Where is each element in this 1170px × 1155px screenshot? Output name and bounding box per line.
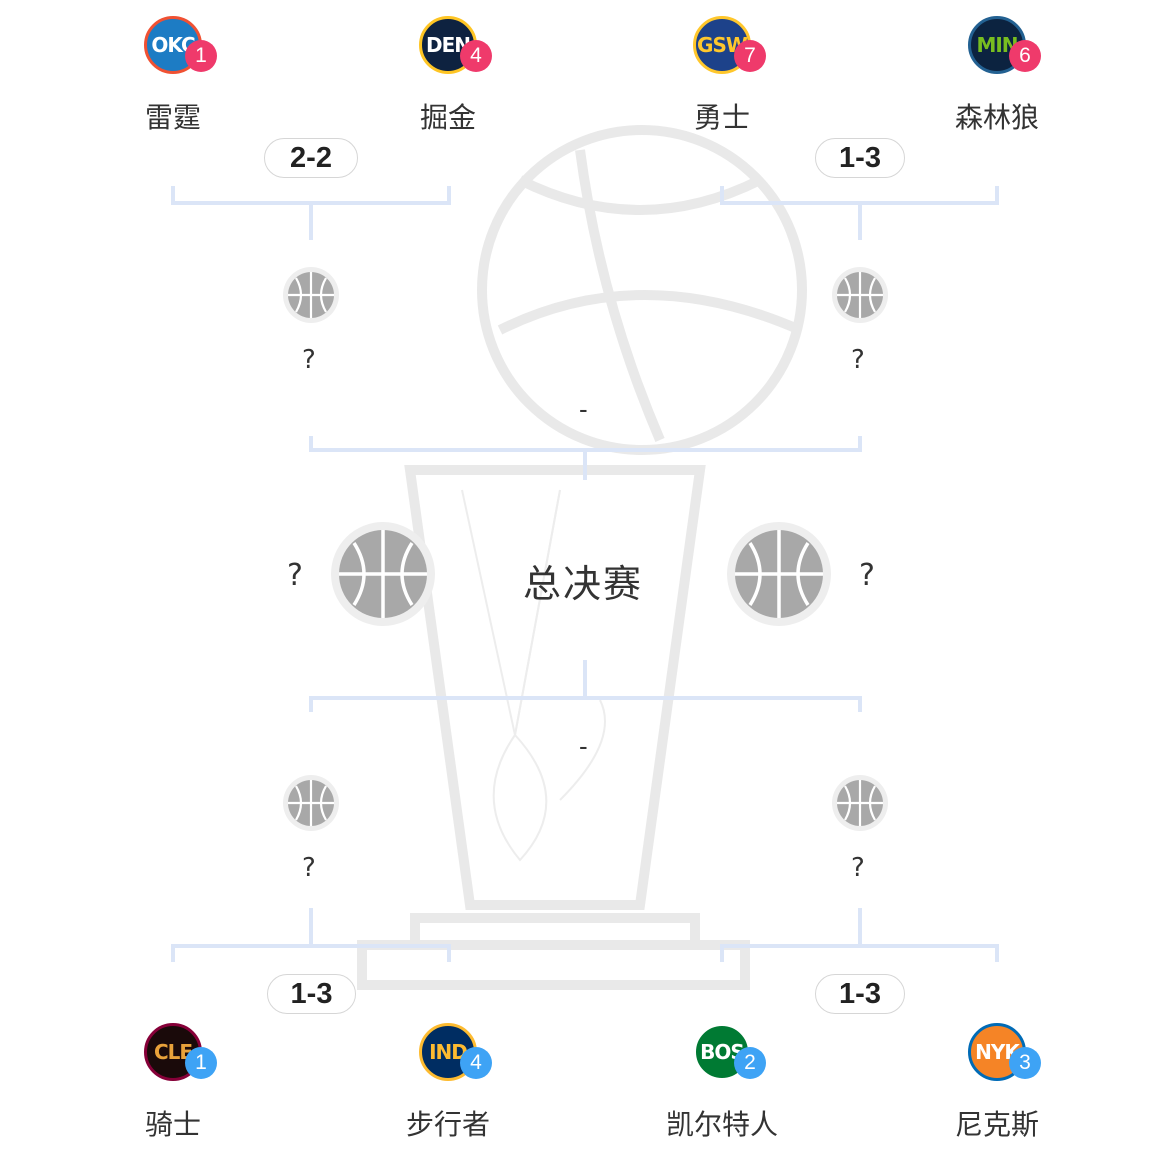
semis-team-placeholder: ? <box>302 345 316 375</box>
east-team-ind[interactable]: IND 4 步行者 <box>368 1023 528 1143</box>
east-team-cle[interactable]: CLE 1 骑士 <box>93 1023 253 1143</box>
team-name: 掘金 <box>419 101 476 134</box>
seed-badge: 4 <box>460 1047 492 1079</box>
series-score-cle-ind[interactable]: 1-3 <box>267 974 356 1014</box>
seed-badge: 4 <box>460 40 492 72</box>
cle-logo: CLE <box>144 1023 202 1081</box>
team-name: 尼克斯 <box>954 1108 1039 1141</box>
east-team-nyk[interactable]: NYK 3 尼克斯 <box>917 1023 1077 1143</box>
seed-badge: 1 <box>185 1047 217 1079</box>
east-finals-score: - <box>579 731 588 761</box>
semis-team-placeholder: ? <box>851 853 865 883</box>
basketball-icon <box>832 267 888 323</box>
east-team-bos[interactable]: BOS 2 凯尔特人 <box>642 1023 802 1143</box>
west-finals-score: - <box>579 394 588 424</box>
team-name: 骑士 <box>144 1108 201 1141</box>
team-name: 凯尔特人 <box>665 1108 778 1141</box>
series-score-gsw-min[interactable]: 1-3 <box>815 138 905 178</box>
team-name: 森林狼 <box>954 101 1039 134</box>
basketball-icon <box>283 267 339 323</box>
finals-label: 总决赛 <box>523 562 644 606</box>
seed-badge: 3 <box>1009 1047 1041 1079</box>
semis-team-placeholder: ? <box>851 345 865 375</box>
semis-team-placeholder: ? <box>302 853 316 883</box>
seed-badge: 2 <box>734 1047 766 1079</box>
series-score-okc-den[interactable]: 2-2 <box>264 138 358 178</box>
west-team-okc[interactable]: OKC 1 雷霆 <box>93 16 253 136</box>
team-name: 雷霆 <box>144 101 201 134</box>
west-team-gsw[interactable]: GSW 7 勇士 <box>642 16 802 136</box>
finals-east-placeholder: ? <box>859 558 875 593</box>
series-score-bos-nyk[interactable]: 1-3 <box>815 974 905 1014</box>
basketball-icon <box>832 775 888 831</box>
team-name: 勇士 <box>693 101 750 134</box>
seed-badge: 6 <box>1009 40 1041 72</box>
seed-badge: 7 <box>734 40 766 72</box>
seed-badge: 1 <box>185 40 217 72</box>
west-team-den[interactable]: DEN 4 掘金 <box>368 16 528 136</box>
basketball-icon <box>331 522 435 626</box>
basketball-icon <box>727 522 831 626</box>
finals-west-placeholder: ? <box>287 558 303 593</box>
west-team-min[interactable]: MIN 6 森林狼 <box>917 16 1077 136</box>
basketball-icon <box>283 775 339 831</box>
team-name: 步行者 <box>405 1108 490 1141</box>
